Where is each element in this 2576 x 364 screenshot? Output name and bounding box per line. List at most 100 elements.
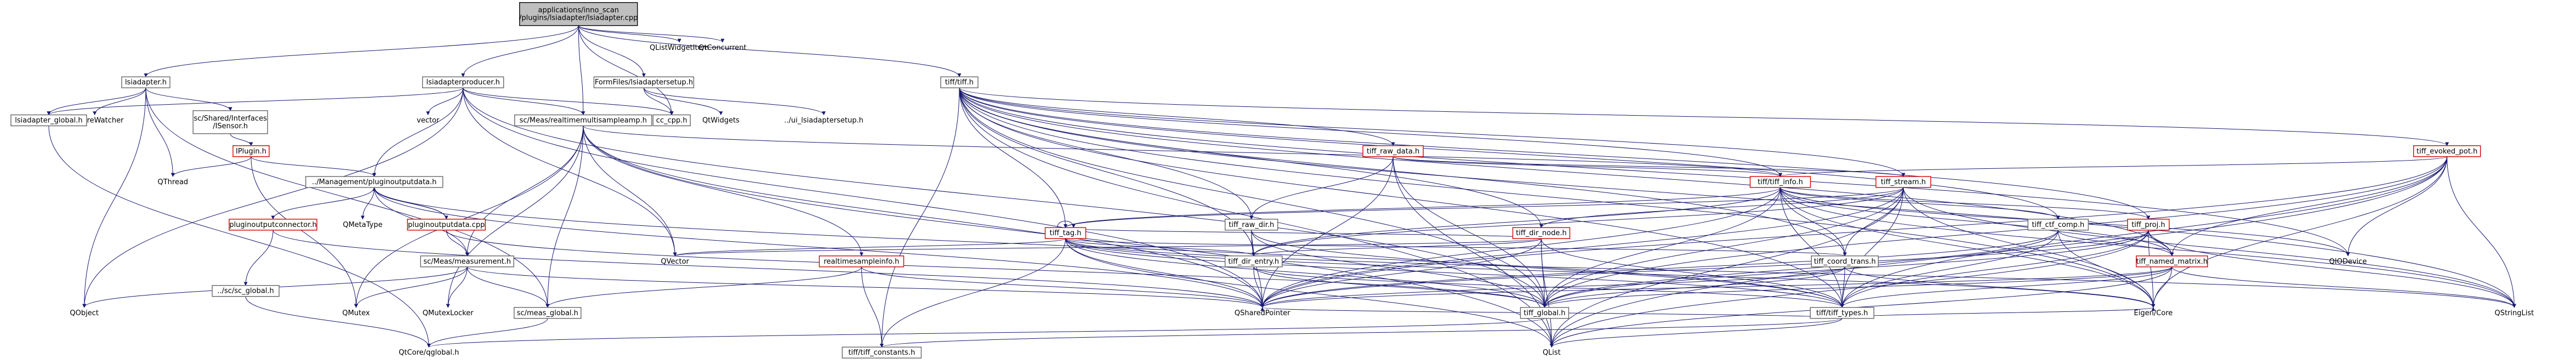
edge-lsiadapter-h-to-qthread bbox=[145, 88, 175, 177]
node-sc-meas-global[interactable]: sc/meas_global.h bbox=[514, 307, 582, 319]
edge-root-to-qlistwidgetitem bbox=[578, 25, 681, 43]
node-box bbox=[192, 110, 268, 134]
node-tifftiff-constants[interactable]: tiff/tiff_constants.h bbox=[841, 346, 922, 359]
node-formfiles-setup[interactable]: FormFiles/lsiadaptersetup.h bbox=[593, 76, 695, 88]
node-label: FormFiles/lsiadaptersetup.h bbox=[595, 78, 693, 87]
edge-tiff-proj-to-qsharedpointer bbox=[1260, 230, 2149, 308]
node-tiff-tag[interactable]: tiff_tag.h bbox=[1044, 227, 1087, 239]
edge-tiff-dir-node-to-tifftiff-types bbox=[1541, 238, 1844, 308]
node-label: IPlugin.h bbox=[236, 147, 266, 156]
edge-tiff-stream-to-tiff-dir-node bbox=[1539, 187, 1904, 228]
node-label: tiff_stream.h bbox=[1881, 178, 1926, 186]
node-label: tiff_dir_node.h bbox=[1516, 229, 1567, 237]
edge-pluginoutputdata-cpp-to-mgmt-pluginoutputdata bbox=[372, 187, 447, 219]
edge-tiff-raw-data-to-qsharedpointer bbox=[1260, 156, 1394, 308]
edge-root-to-sc-meas-realtimemulti bbox=[578, 25, 585, 116]
node-box bbox=[10, 114, 87, 127]
node-tiff-named-matrix[interactable]: tiff_named_matrix.h bbox=[2136, 255, 2208, 268]
edge-root-to-formfiles-setup bbox=[578, 25, 646, 77]
node-label: QIODevice bbox=[2329, 258, 2367, 266]
edge-tifftiff-h-to-tiff-tag bbox=[959, 88, 1068, 228]
edge-sc-meas-realtimemulti-to-qmutexlocker bbox=[446, 126, 584, 308]
edge-tiff-dir-entry-to-qsharedpointer bbox=[1253, 266, 1265, 308]
node-label: tiff_coord_trans.h bbox=[1814, 258, 1876, 266]
node-sc-meas-realtimemulti[interactable]: sc/Meas/realtimemultisampleamp.h bbox=[514, 114, 652, 127]
node-sc-global[interactable]: ../sc/sc_global.h bbox=[212, 285, 280, 297]
node-label: lsiadapter.h bbox=[125, 78, 167, 87]
node-tiff-coord-trans[interactable]: tiff_coord_trans.h bbox=[1811, 255, 1879, 268]
edge-lsiadapter-h-to-qfuturewatcher bbox=[93, 88, 146, 116]
node-qobject[interactable]: QObject bbox=[70, 309, 99, 317]
node-label: sc/Shared/Interfaces bbox=[194, 115, 267, 123]
edge-lsiadapterproducer-to-cc-cpp bbox=[463, 87, 674, 116]
node-pluginoutputdata-cpp[interactable]: pluginoutputdata.cpp bbox=[407, 219, 486, 231]
edge-tiff-proj-to-eigen-core bbox=[2148, 230, 2156, 308]
node-label: tiff/tiff_constants.h bbox=[848, 349, 915, 357]
node-cc-cpp[interactable]: cc_cpp.h bbox=[652, 114, 691, 127]
node-lsiadapterproducer[interactable]: lsiadapterproducer.h bbox=[422, 76, 504, 88]
edge-tifftiff-info-to-tiff-ctf-comp bbox=[1780, 187, 2060, 220]
node-tifftiff-info[interactable]: tiff/tiff_info.h bbox=[1749, 176, 1811, 188]
node-tifftiff-types[interactable]: tiff/tiff_types.h bbox=[1810, 307, 1874, 319]
node-mgmt-pluginoutputdata[interactable]: ../Management/pluginoutputdata.h bbox=[305, 176, 443, 188]
node-vector[interactable]: vector bbox=[417, 117, 440, 125]
node-box bbox=[1225, 219, 1278, 231]
node-box bbox=[1749, 176, 1811, 188]
node-box bbox=[2127, 219, 2170, 231]
node-qtwidgets[interactable]: QtWidgets bbox=[702, 117, 740, 125]
node-lsiadapter-h[interactable]: lsiadapter.h bbox=[121, 76, 170, 88]
node-label: tiff_global.h bbox=[1523, 309, 1565, 317]
node-box bbox=[1520, 307, 1570, 319]
edge-pluginoutputconnector-to-qsharedpointer bbox=[272, 230, 1265, 308]
edge-tifftiff-h-to-tiff-named-matrix bbox=[959, 88, 2174, 257]
edge-sc-shared-isensor-to-iplugin bbox=[230, 133, 253, 146]
node-lsiadapter-global[interactable]: lsiadapter_global.h bbox=[10, 114, 87, 127]
node-tiff-raw-dir[interactable]: tiff_raw_dir.h bbox=[1225, 219, 1278, 231]
node-label: applications/inno_scan bbox=[538, 7, 619, 15]
node-iplugin[interactable]: IPlugin.h bbox=[232, 145, 270, 157]
node-label: pluginoutputconnector.h bbox=[229, 221, 316, 229]
edge-iplugin-to-mgmt-pluginoutputdata bbox=[251, 156, 377, 177]
edge-tifftiff-h-to-tiff-ctf-comp bbox=[959, 88, 2060, 220]
node-qtcoreglobal[interactable]: QtCore/qglobal.h bbox=[399, 349, 459, 357]
node-tiff-global[interactable]: tiff_global.h bbox=[1520, 307, 1570, 319]
node-sc-shared-isensor[interactable]: sc/Shared/Interfaces/ISensor.h bbox=[192, 110, 268, 134]
node-qvector[interactable]: QVector bbox=[661, 258, 689, 266]
node-qmutex[interactable]: QMutex bbox=[342, 309, 370, 317]
edge-tiff-proj-to-qlist bbox=[1550, 230, 2149, 348]
node-qmetatype[interactable]: QMetaType bbox=[343, 221, 382, 229]
edge-formfiles-setup-to-ui-lsiadaptersetup bbox=[643, 87, 826, 116]
node-tiff-dir-node[interactable]: tiff_dir_node.h bbox=[1512, 227, 1571, 239]
node-eigen-core[interactable]: Eigen/Core bbox=[2134, 309, 2173, 317]
node-tiff-ctf-comp[interactable]: tiff_ctf_comp.h bbox=[2027, 219, 2089, 231]
node-box bbox=[407, 219, 486, 231]
node-tiff-proj[interactable]: tiff_proj.h bbox=[2127, 219, 2170, 231]
node-ui-lsiadaptersetup[interactable]: ../ui_lsiadaptersetup.h bbox=[784, 117, 863, 125]
node-box bbox=[121, 76, 170, 88]
node-root[interactable]: applications/inno_scan/plugins/lsiadapte… bbox=[519, 2, 638, 26]
node-qtconcurrent[interactable]: QtConcurrent bbox=[698, 44, 747, 52]
node-label: realtimesampleinfo.h bbox=[824, 258, 900, 266]
node-qmutexlocker[interactable]: QMutexLocker bbox=[423, 309, 474, 317]
node-pluginoutputconnector[interactable]: pluginoutputconnector.h bbox=[229, 219, 317, 231]
node-label: cc_cpp.h bbox=[656, 117, 687, 125]
node-tiff-stream[interactable]: tiff_stream.h bbox=[1875, 176, 1931, 188]
edge-tifftiff-types-to-tifftiff-constants bbox=[880, 318, 1843, 348]
node-label: tiff_dir_entry.h bbox=[1228, 258, 1279, 266]
edge-lsiadapter-h-to-sc-meas-global bbox=[145, 88, 550, 308]
node-tifftiff-h[interactable]: tiff/tiff.h bbox=[940, 76, 979, 88]
edge-lsiadapter-global-to-qtcoreglobal bbox=[48, 126, 431, 348]
edge-tiff-coord-trans-to-tifftiff-types bbox=[1840, 266, 1845, 308]
node-qiodevice[interactable]: QIODevice bbox=[2329, 258, 2367, 266]
node-realtimesampleinfo[interactable]: realtimesampleinfo.h bbox=[818, 255, 905, 268]
node-sc-meas-measurement[interactable]: sc/Meas/measurement.h bbox=[420, 255, 514, 268]
node-qlistwidgetitem[interactable]: QListWidgetItem bbox=[650, 44, 709, 52]
node-label: lsiadapter_global.h bbox=[15, 117, 82, 125]
node-qsharedpointer[interactable]: QSharedPointer bbox=[1235, 309, 1290, 317]
node-qthread[interactable]: QThread bbox=[157, 178, 188, 186]
node-qstringlist[interactable]: QStringList bbox=[2494, 309, 2534, 317]
node-tiff-raw-data[interactable]: tiff_raw_data.h bbox=[1362, 145, 1424, 157]
node-tiff-evoked-pot[interactable]: tiff_evoked_pot.h bbox=[2413, 145, 2481, 157]
node-qlist[interactable]: QList bbox=[1543, 349, 1561, 357]
node-tiff-dir-entry[interactable]: tiff_dir_entry.h bbox=[1225, 255, 1283, 268]
